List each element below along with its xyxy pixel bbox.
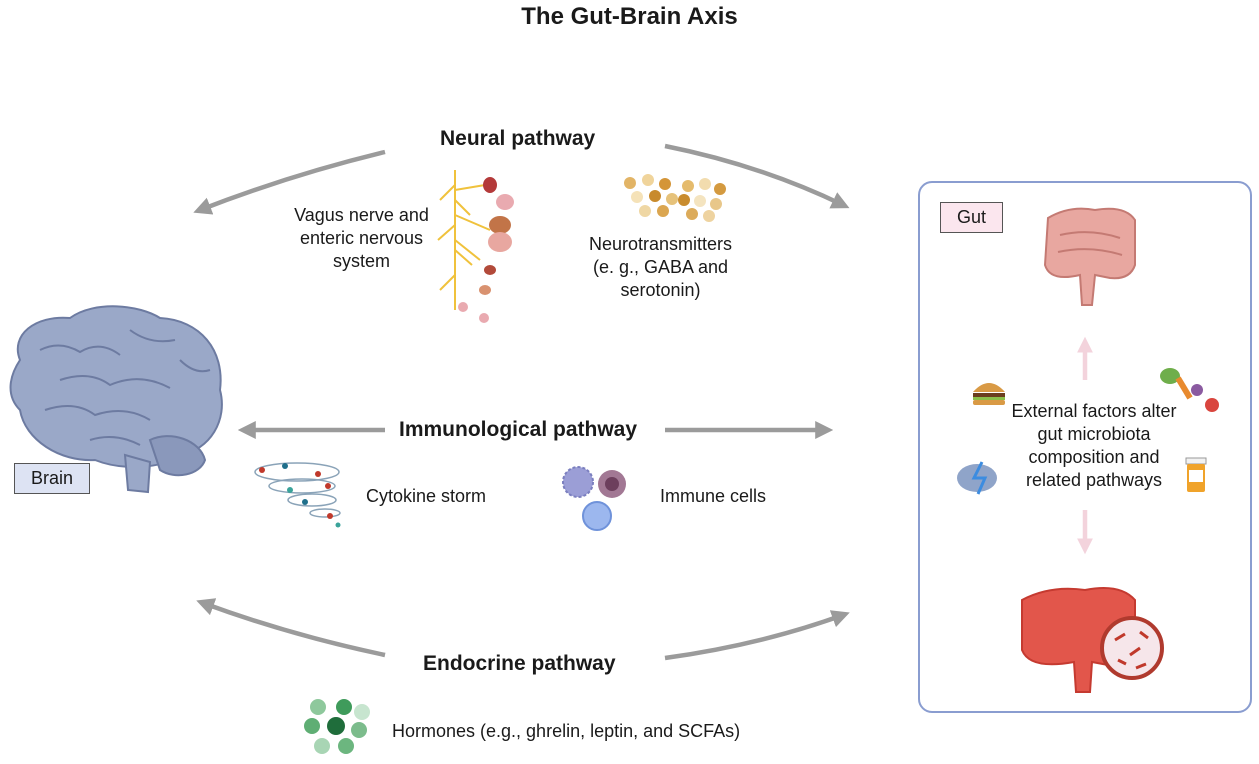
healthy-gut-illustration (1043, 207, 1136, 306)
gut-label-box: Gut (940, 202, 1004, 233)
endocrine-arrow-to-brain (196, 598, 386, 658)
vagus-nerve-label: Vagus nerve and enteric nervous system (294, 205, 429, 271)
brain-illustration (9, 305, 223, 494)
external-factors-label: External factors alter gut microbiota co… (1011, 401, 1177, 490)
endocrine-pathway-title: Endocrine pathway (423, 652, 616, 675)
inflamed-gut-illustration (1021, 587, 1164, 693)
immune-cells-icon (562, 466, 626, 531)
neural-arrow-to-brain (193, 149, 386, 215)
cytokine-storm-icon (254, 462, 341, 528)
immune-cells-label: Immune cells (660, 486, 767, 506)
medication-bottle-icon (1185, 457, 1207, 492)
immunological-pathway-title: Immunological pathway (399, 418, 638, 441)
neurotransmitters-label: Neurotransmitters (e. g., GABA and serot… (588, 234, 733, 300)
neural-arrow-to-gut (664, 143, 850, 209)
gut-panel (918, 181, 1252, 713)
vegetables-icon (1160, 368, 1219, 412)
stress-brain-icon (957, 461, 997, 495)
hormones-icon (304, 699, 370, 754)
cytokine-storm-label: Cytokine storm (366, 486, 487, 506)
neurotransmitter-particles (624, 174, 726, 222)
burger-icon (973, 383, 1005, 405)
hormones-label: Hormones (e.g., ghrelin, leptin, and SCF… (392, 721, 741, 741)
endocrine-arrow-to-gut (664, 610, 850, 661)
neural-pathway-title: Neural pathway (440, 127, 596, 150)
diagram-title: The Gut-Brain Axis (521, 3, 738, 30)
brain-label-box: Brain (14, 463, 91, 494)
nervous-system-illustration (437, 170, 514, 323)
